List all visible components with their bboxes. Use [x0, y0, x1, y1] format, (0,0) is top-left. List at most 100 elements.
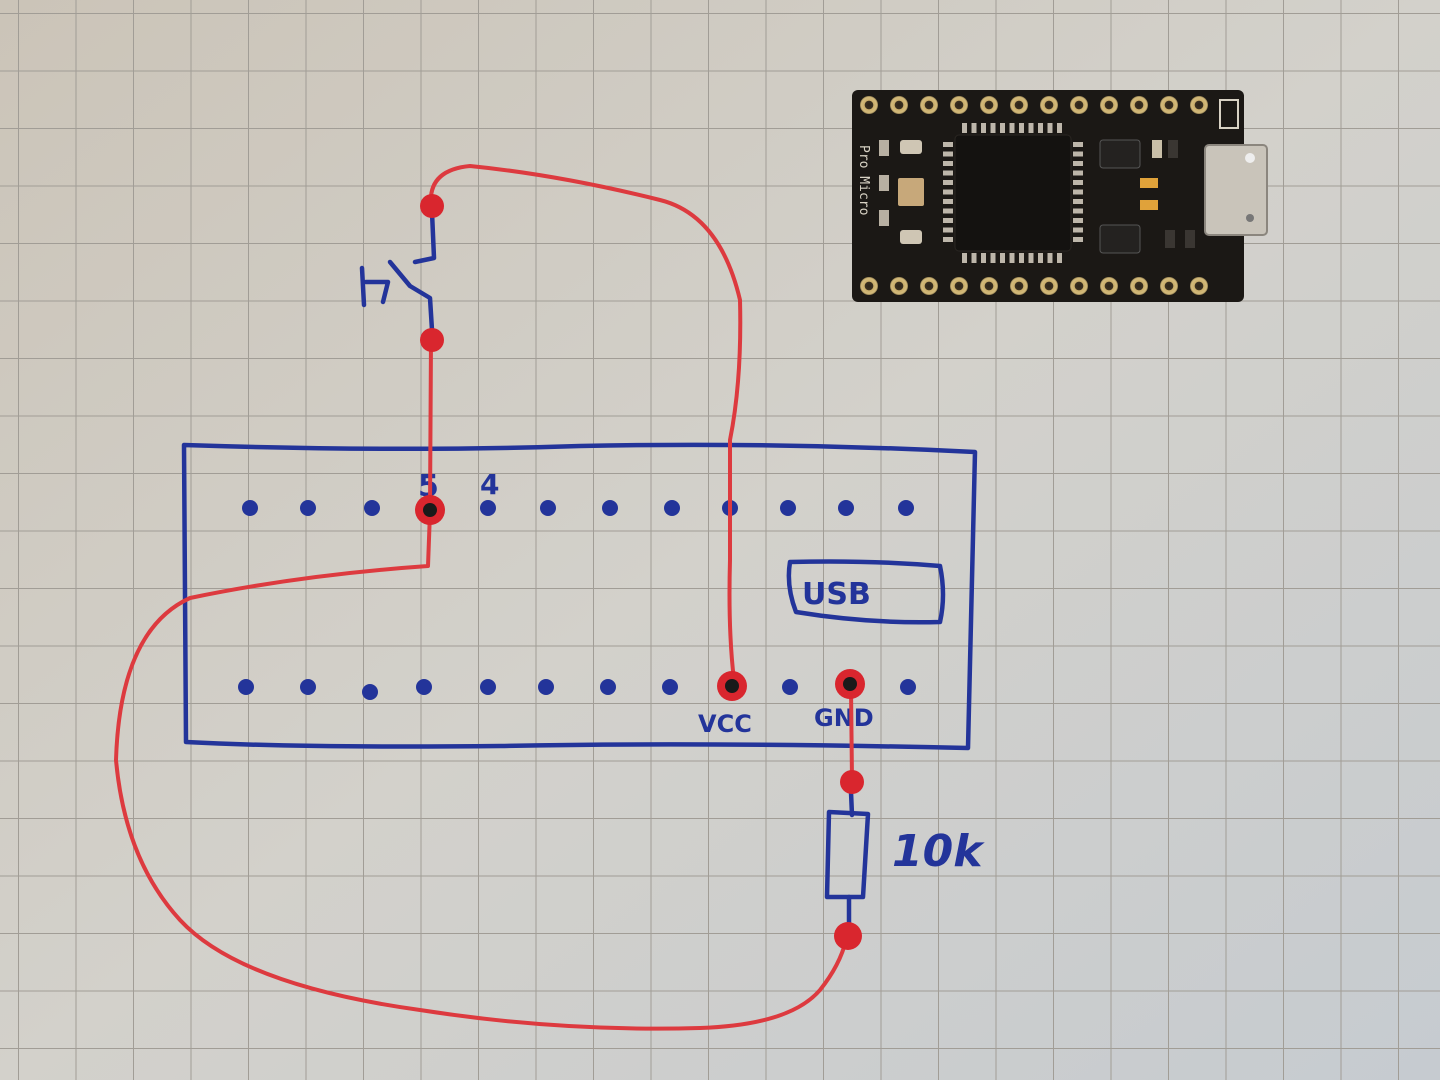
jumper-pad — [1140, 200, 1158, 210]
switch-bottom-lead — [387, 259, 435, 333]
mcu-pin — [1073, 170, 1083, 176]
mcu-pin — [1000, 253, 1005, 263]
top-pad-row — [860, 96, 1208, 114]
switch-actuator — [359, 265, 391, 308]
mcu-pin — [943, 189, 953, 195]
mcu-pin — [971, 123, 977, 133]
resistor-value-label: 10k — [892, 826, 985, 877]
solder-points — [415, 194, 865, 950]
header-pad — [1130, 96, 1148, 114]
pin-dot — [538, 679, 554, 695]
switch-top-solder — [420, 194, 444, 218]
mcu-pin — [1019, 253, 1024, 263]
header-pad — [1010, 277, 1028, 295]
mcu-pins — [943, 123, 1083, 263]
header-pad — [920, 277, 938, 295]
pin-dot — [838, 500, 854, 516]
mcu-pin — [981, 253, 986, 263]
pin-dot — [540, 500, 556, 516]
header-pad — [980, 277, 998, 295]
header-pad — [890, 96, 908, 114]
mcu-pin — [943, 161, 953, 166]
smd-cap — [1168, 140, 1178, 158]
silkscreen-jumper — [1219, 99, 1239, 129]
push-button-switch — [359, 209, 437, 333]
switch-bottom-solder — [420, 328, 444, 352]
led-component — [900, 140, 922, 154]
pin-dot — [602, 500, 618, 516]
led-component — [900, 230, 922, 244]
regulator — [1099, 224, 1141, 254]
mcu-pin — [1073, 218, 1083, 223]
header-pad — [1160, 96, 1178, 114]
header-pad — [920, 96, 938, 114]
pin-dot — [480, 679, 496, 695]
mcu-pin — [943, 142, 953, 147]
mcu-pin — [990, 253, 996, 263]
mcu-pin — [1073, 189, 1083, 195]
mcu-pin — [1028, 123, 1034, 133]
mcu-pin — [1073, 227, 1083, 233]
connector-tab — [1245, 153, 1255, 163]
silkscreen-label: Pro Micro — [856, 145, 871, 215]
pin5-solder-core — [423, 503, 437, 517]
pin-dot — [364, 500, 380, 516]
mcu-pin — [1038, 123, 1043, 133]
header-pad — [950, 96, 968, 114]
pin-dot — [780, 500, 796, 516]
connector-tab — [1246, 214, 1254, 222]
wire-gnd-to-resistor — [849, 686, 854, 782]
smd-resistor — [879, 175, 889, 191]
resistor-bottom-solder — [834, 922, 862, 950]
mcu-pin — [1057, 123, 1062, 133]
mcu-pin — [1073, 180, 1083, 185]
pin-dot — [898, 500, 914, 516]
smd-cap — [1152, 140, 1162, 158]
smd-cap — [1165, 230, 1175, 248]
regulator — [1099, 139, 1141, 169]
header-pad — [950, 277, 968, 295]
mcu-pin — [1073, 161, 1083, 166]
mcu-pin — [1047, 123, 1053, 133]
switch-top-lead — [412, 209, 437, 265]
pin-label-4: 4 — [480, 468, 499, 501]
pin-dot — [662, 679, 678, 695]
resistor-body — [824, 809, 871, 900]
pin-dot — [242, 500, 258, 516]
mcu-pin — [943, 170, 953, 176]
mcu-pin — [1019, 123, 1024, 133]
vcc-solder-core — [725, 679, 739, 693]
wire-vcc-to-switch — [428, 164, 743, 682]
mcu-pin — [1028, 253, 1034, 263]
pin-dot — [300, 679, 316, 695]
header-pad — [1100, 96, 1118, 114]
smd-cap — [1185, 230, 1195, 248]
mcu-pin — [1073, 199, 1083, 204]
header-pad — [1010, 96, 1028, 114]
mcu-pin — [1038, 253, 1043, 263]
bottom-pad-row — [860, 277, 1208, 295]
pin-dot — [600, 679, 616, 695]
mcu-pin — [943, 227, 953, 233]
gnd-solder-core — [843, 677, 857, 691]
mcu-pin — [962, 253, 967, 263]
pin-dot — [300, 500, 316, 516]
mcu-pin — [962, 123, 967, 133]
mcu-pin — [1073, 142, 1083, 147]
mcu-pin — [1057, 253, 1062, 263]
mcu-pin — [1073, 208, 1083, 214]
wire-switch-to-pin5 — [428, 338, 433, 512]
smd-resistor — [879, 210, 889, 226]
header-pad — [1130, 277, 1148, 295]
header-pad — [980, 96, 998, 114]
mcu-pin — [981, 123, 986, 133]
header-pad — [1070, 96, 1088, 114]
micro-usb-connector — [1204, 144, 1268, 236]
mcu-pin — [943, 237, 953, 242]
pin-dot — [480, 500, 496, 516]
mcu-pin — [971, 253, 977, 263]
smd-resistor — [879, 140, 889, 156]
header-pad — [860, 96, 878, 114]
